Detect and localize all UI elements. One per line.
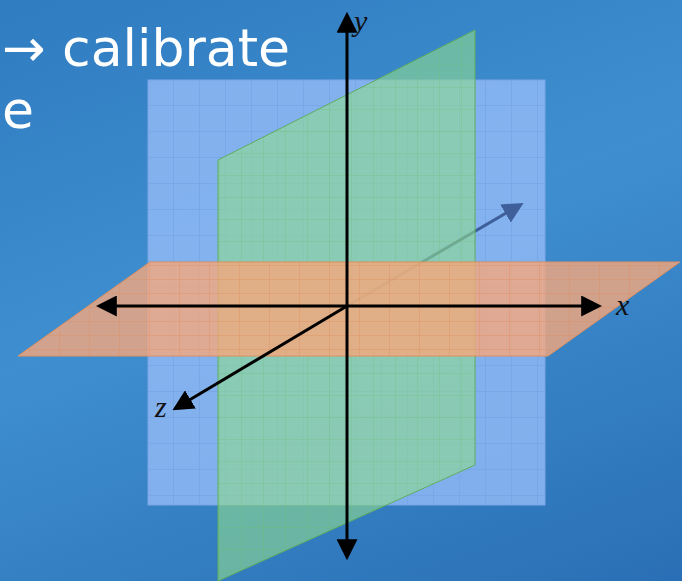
slide-text-fragment: e xyxy=(2,84,34,136)
slide-text: → calibrate xyxy=(2,22,290,74)
x-axis xyxy=(347,305,598,308)
z-axis xyxy=(176,306,347,408)
y-axis-negative xyxy=(346,306,349,556)
axis-label: y xyxy=(354,6,367,36)
y-axis xyxy=(346,16,349,306)
xz-plane xyxy=(18,262,680,356)
x-axis-negative xyxy=(100,305,347,308)
axis-label: x xyxy=(616,290,629,320)
axis-label: z xyxy=(155,392,167,422)
